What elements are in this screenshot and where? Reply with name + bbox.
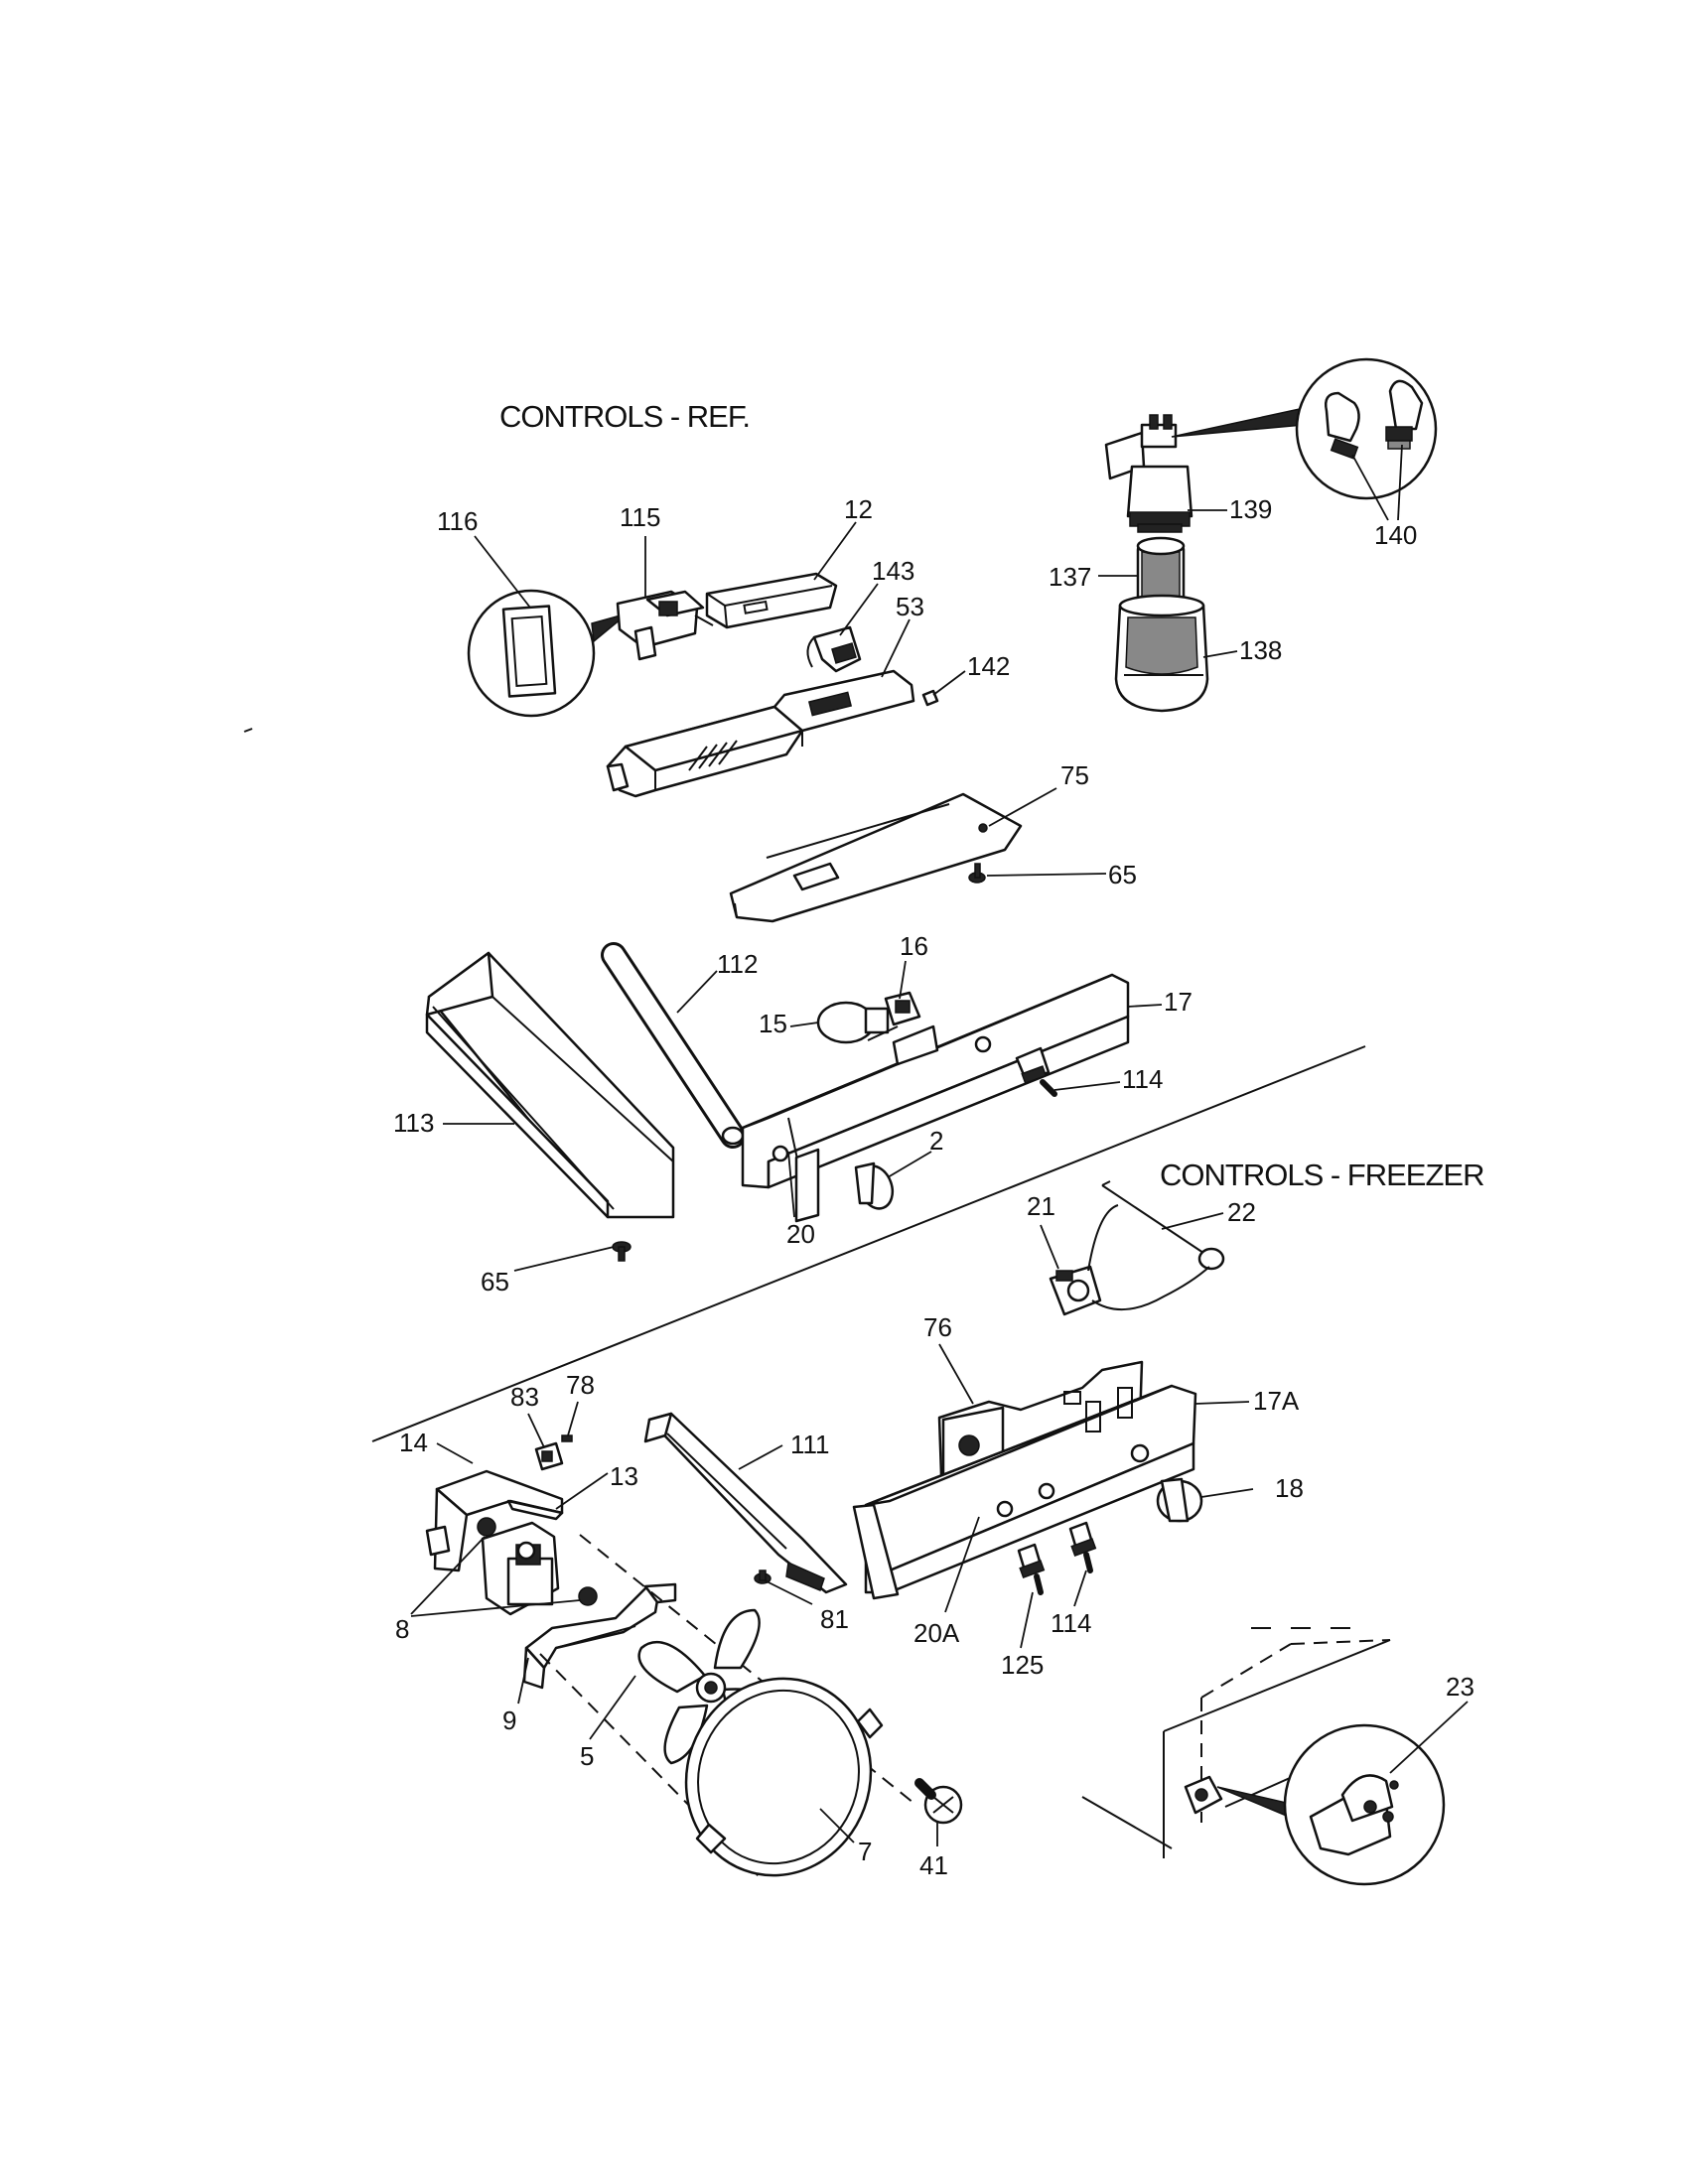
part-12-cover — [705, 572, 838, 629]
callout-23: 23 — [1446, 1672, 1474, 1702]
part-17a-freezer-control-housing — [852, 1384, 1197, 1600]
part-113-light-shield — [425, 951, 675, 1219]
callout-17: 17 — [1164, 987, 1193, 1017]
callout-65-lower: 65 — [481, 1267, 509, 1297]
part-125-switch — [1017, 1543, 1046, 1595]
callout-83: 83 — [510, 1382, 539, 1412]
callout-112: 112 — [717, 949, 758, 979]
callout-76: 76 — [923, 1312, 952, 1342]
part-2-control-knob — [854, 1161, 895, 1210]
callout-139: 139 — [1229, 494, 1272, 524]
part-65-screw-upper — [968, 863, 986, 884]
callout-2: 2 — [929, 1126, 943, 1156]
callout-75: 75 — [1060, 760, 1089, 790]
callout-41: 41 — [919, 1850, 948, 1880]
part-78-screw — [561, 1434, 573, 1442]
part-23-detail — [1283, 1723, 1446, 1886]
part-8-grommets — [477, 1517, 598, 1606]
part-65-screw-lower — [612, 1241, 632, 1262]
callout-13: 13 — [610, 1461, 638, 1491]
part-18-control-knob — [1156, 1477, 1203, 1523]
part-21-thermostat — [1049, 1204, 1210, 1316]
callout-114-lower: 114 — [1051, 1608, 1091, 1638]
callout-14: 14 — [399, 1428, 428, 1457]
section-divider — [371, 1045, 1366, 1442]
part-114-switch-upper — [1015, 1046, 1057, 1097]
callout-53: 53 — [896, 592, 924, 621]
callout-20a: 20A — [913, 1618, 960, 1648]
motor-axis-line — [579, 1534, 914, 1804]
callout-143: 143 — [872, 556, 914, 586]
callout-22: 22 — [1227, 1197, 1256, 1227]
callout-142: 142 — [967, 651, 1010, 681]
callout-15: 15 — [759, 1009, 787, 1038]
part-143-clip — [806, 625, 862, 673]
callout-9: 9 — [502, 1706, 516, 1735]
callout-8: 8 — [395, 1614, 409, 1644]
part-41-screw — [914, 1778, 963, 1825]
callout-5: 5 — [580, 1741, 594, 1771]
callout-137: 137 — [1049, 562, 1091, 592]
part-140-detail — [1295, 357, 1438, 500]
callout-65-upper: 65 — [1108, 860, 1137, 889]
part-22-capillary-tube — [1101, 1180, 1225, 1271]
callout-125: 125 — [1001, 1650, 1044, 1680]
callout-113: 113 — [393, 1108, 434, 1138]
stray-mark — [243, 728, 253, 733]
callout-18: 18 — [1275, 1473, 1304, 1503]
part-138-filter-bowl — [1114, 594, 1209, 713]
callout-114-upper: 114 — [1122, 1064, 1163, 1094]
callout-12: 12 — [844, 494, 873, 524]
callout-16: 16 — [900, 931, 928, 961]
part-83-clip — [534, 1441, 564, 1471]
freezer-controls-title: CONTROLS - FREEZER — [1160, 1158, 1483, 1192]
part-17-control-housing — [741, 973, 1130, 1223]
part-111-baffle — [643, 1412, 848, 1594]
part-75-plate — [729, 792, 1023, 923]
callout-17a: 17A — [1253, 1386, 1300, 1416]
callout-116: 116 — [437, 506, 478, 536]
part-139-filter-head — [1104, 405, 1311, 533]
callout-20: 20 — [786, 1219, 815, 1249]
callout-138: 138 — [1239, 635, 1282, 665]
callout-81: 81 — [820, 1604, 849, 1634]
callout-78: 78 — [566, 1370, 595, 1400]
part-115-bracket — [616, 590, 714, 661]
refrigerator-controls-title: CONTROLS - REF. — [499, 399, 750, 434]
part-114-switch-lower — [1068, 1521, 1097, 1573]
part-7-fan-shroud — [684, 1677, 884, 1877]
part-23-cabinet-area — [1081, 1627, 1391, 1858]
part-116-detail — [467, 589, 629, 718]
part-112-light-tube — [601, 942, 746, 1149]
leader-lines — [410, 444, 1469, 1846]
part-13-fan-motor — [481, 1521, 560, 1616]
callout-labels: 116 115 12 143 53 142 139 140 137 138 75… — [393, 494, 1474, 1880]
part-14-fan-bracket — [425, 1469, 677, 1690]
callout-7: 7 — [858, 1837, 872, 1866]
callout-21: 21 — [1027, 1191, 1055, 1221]
part-137-filter-cartridge — [1136, 536, 1186, 608]
part-81-screw — [754, 1570, 772, 1584]
callout-140: 140 — [1374, 520, 1417, 550]
vent-slots — [688, 740, 738, 771]
part-16-bulb-socket — [884, 991, 921, 1026]
callout-111: 111 — [790, 1430, 830, 1459]
callout-115: 115 — [620, 502, 660, 532]
part-53-housing — [606, 669, 915, 798]
